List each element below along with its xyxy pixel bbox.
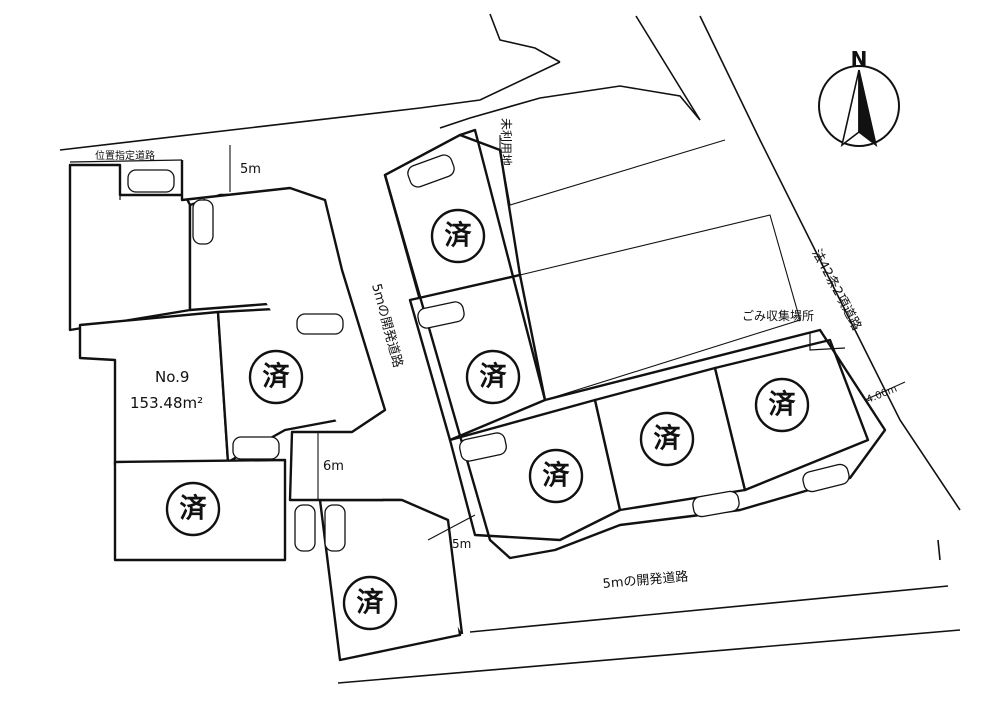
- sold-badges: 済 済 済 済 済 済 済 済: [165, 208, 810, 631]
- road-label-center: 5ｍの開発道路: [368, 282, 406, 369]
- svg-text:済: 済: [357, 587, 385, 619]
- sold-badge: 済: [248, 349, 304, 405]
- car-icon: [127, 169, 175, 193]
- svg-text:済: 済: [543, 460, 571, 492]
- road-label-top-left: 位置指定道路: [95, 149, 155, 162]
- car-icon: [692, 490, 740, 518]
- sold-badge: 済: [639, 411, 695, 467]
- car-icon: [294, 504, 316, 552]
- east-block: [383, 128, 887, 560]
- car-icon: [459, 432, 507, 462]
- dim-east-width: 4.00m: [865, 384, 899, 406]
- sold-badge: 済: [165, 481, 221, 537]
- sold-badge: 済: [528, 448, 584, 504]
- garbage-station-label: ごみ収集場所: [742, 308, 814, 323]
- sold-badge: 済: [465, 349, 521, 405]
- sold-badge: 済: [754, 377, 810, 433]
- road-lines: [59, 13, 961, 684]
- lot-area: 153.48m²: [130, 394, 203, 412]
- sold-badge: 済: [430, 208, 486, 264]
- parking-cars: [127, 154, 850, 552]
- road-label-north-east: 法42条2項道路: [808, 246, 864, 333]
- svg-text:済: 済: [480, 361, 508, 393]
- west-block: [68, 159, 464, 662]
- dim-top-gap: 5m: [240, 162, 261, 177]
- car-icon: [802, 463, 850, 493]
- unused-land-label: 未利用地: [499, 118, 513, 166]
- svg-text:済: 済: [263, 361, 291, 393]
- north-arrow-icon: N: [818, 47, 900, 147]
- car-icon: [296, 313, 344, 335]
- car-icon: [417, 301, 465, 329]
- svg-text:済: 済: [654, 423, 682, 455]
- svg-text:済: 済: [180, 493, 208, 525]
- north-label: N: [851, 47, 868, 71]
- svg-text:済: 済: [445, 220, 473, 252]
- car-icon: [407, 154, 455, 188]
- car-icon: [192, 199, 214, 245]
- svg-text:済: 済: [769, 389, 797, 421]
- dim-center-gap: 6m: [323, 459, 344, 474]
- car-icon: [324, 504, 346, 552]
- lot-no9: [78, 310, 230, 467]
- road-label-bottom: 5mの開発道路: [602, 569, 689, 592]
- car-icon: [232, 436, 280, 460]
- lot-number: No.9: [155, 368, 189, 386]
- sold-badge: 済: [342, 575, 398, 631]
- dim-bottom-gap: 5m: [452, 537, 471, 551]
